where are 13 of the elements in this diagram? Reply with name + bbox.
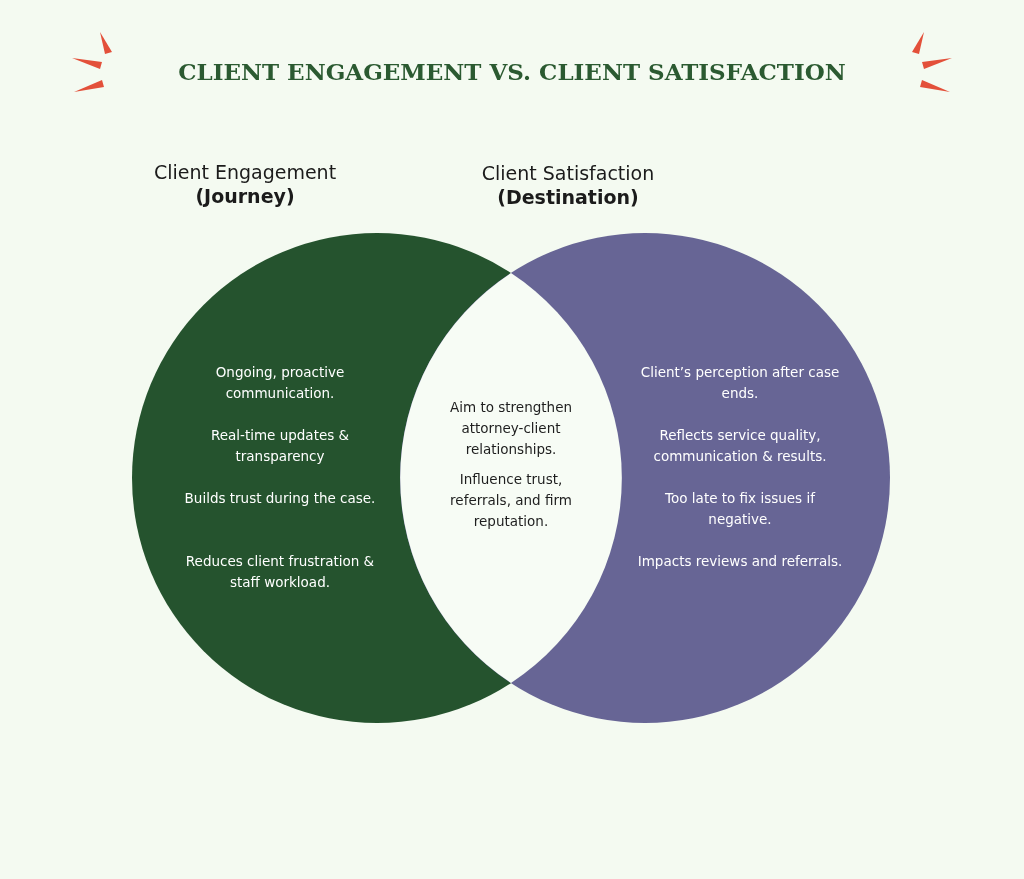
circle-heading: Client Engagement (Journey) <box>152 160 338 208</box>
note-text: Real-time updates & transparency <box>209 426 351 466</box>
note-text: Builds trust during the case. <box>183 489 377 508</box>
note-text: Impacts reviews and referrals. <box>636 552 844 571</box>
note-text: Client’s perception after case ends. <box>639 363 841 403</box>
note-text: Ongoing, proactive communication. <box>214 363 346 403</box>
note-text: Reduces client frustration & staff workload. <box>184 552 376 592</box>
diagram-title: CLIENT ENGAGEMENT VS. CLIENT SATISFACTION <box>177 58 847 85</box>
note-text: Aim to strengthen attorney-client relationships. <box>449 398 573 459</box>
note-text: Too late to fix issues if negative. <box>664 489 817 529</box>
note-text: Reflects service quality, communication & results. <box>652 426 828 466</box>
circle-heading: Client Satisfaction (Destination) <box>480 161 656 209</box>
note-text: Influence trust, referrals, and firm reputation. <box>449 470 573 531</box>
